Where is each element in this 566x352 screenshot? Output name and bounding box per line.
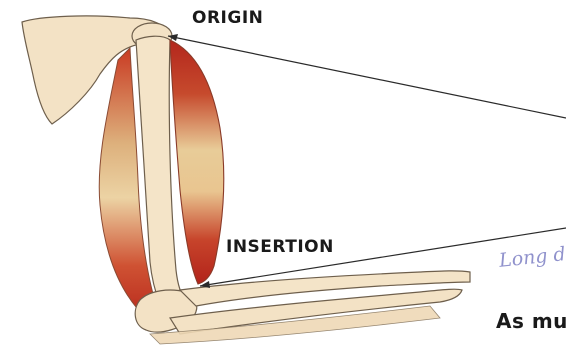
origin-pointer-line: [168, 36, 566, 118]
insertion-label: INSERTION: [226, 237, 334, 257]
biceps-muscle: [170, 40, 224, 284]
origin-label: ORIGIN: [192, 8, 263, 28]
caption-text: As mu: [496, 309, 566, 333]
